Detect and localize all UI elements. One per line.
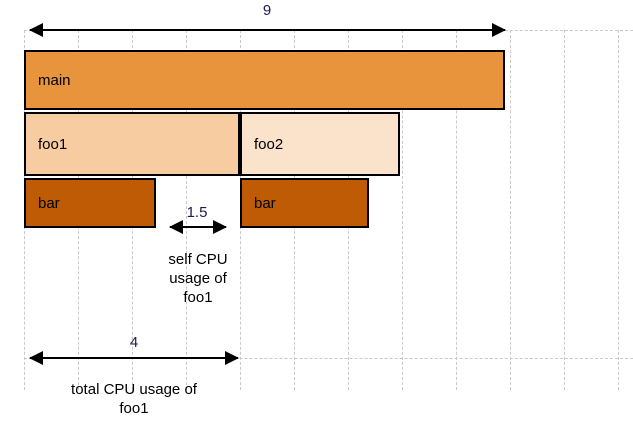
gridline-vertical xyxy=(618,30,619,390)
frame-main[interactable]: main xyxy=(24,50,505,110)
measure-value-9: 9 xyxy=(262,2,272,19)
frame-label: bar xyxy=(254,194,276,212)
caption-line: foo1 xyxy=(183,289,213,307)
frame-foo2[interactable]: foo2 xyxy=(240,112,400,176)
frame-bar-left[interactable]: bar xyxy=(24,178,156,228)
gridline-vertical xyxy=(564,30,565,390)
gridline-vertical xyxy=(186,30,187,390)
gridline-horizontal-baseline xyxy=(24,358,633,359)
measure-arrow-1-5 xyxy=(169,220,227,234)
gridline-vertical xyxy=(456,30,457,390)
gridline-vertical xyxy=(510,30,511,390)
frame-foo1[interactable]: foo1 xyxy=(24,112,240,176)
frame-bar-right[interactable]: bar xyxy=(240,178,369,228)
frame-label: foo2 xyxy=(254,135,284,153)
caption-total-cpu-foo1: total CPU usage of foo1 xyxy=(34,380,234,418)
frame-label: main xyxy=(38,71,71,89)
caption-line: total CPU usage of xyxy=(71,381,197,398)
caption-line: foo1 xyxy=(119,400,149,418)
gridline-vertical xyxy=(402,30,403,390)
measure-value-4: 4 xyxy=(129,334,139,351)
frame-label: bar xyxy=(38,194,60,212)
measure-arrow-4 xyxy=(29,351,239,365)
measure-value-1-5: 1.5 xyxy=(186,204,208,221)
caption-self-cpu-foo1: self CPU usage of foo1 xyxy=(143,250,253,308)
measure-arrow-9 xyxy=(29,23,506,37)
frame-label: foo1 xyxy=(38,135,68,153)
caption-line: self CPU xyxy=(168,251,228,268)
caption-line: usage of xyxy=(169,270,227,288)
